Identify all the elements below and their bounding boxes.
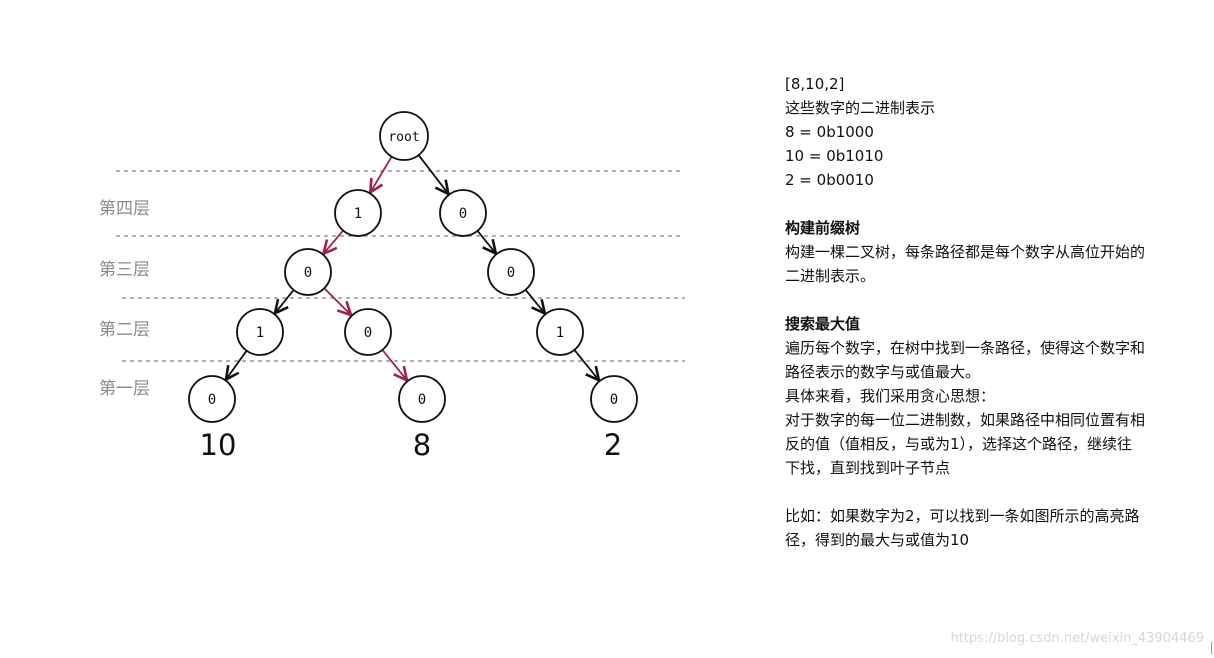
tree-node-circle: [590, 375, 638, 423]
tree-node-label: 0: [304, 265, 312, 281]
tree-node-label: 1: [556, 325, 564, 341]
tree-node-label: 1: [256, 325, 264, 341]
section-search-max-title: 搜索最大值: [785, 315, 861, 333]
tree-node-circle: [334, 189, 382, 237]
tree-edge-n2a-n1a: [226, 350, 248, 380]
section-search-max-text: 遍历每个数字，在树中找到一条路径，使得这个数字和路径表示的数字与或值最大。: [785, 339, 1146, 381]
highlighted-edge-n3a-n2b: [323, 287, 351, 315]
tree-edge-n4b-n3b: [476, 230, 496, 254]
tree-node-n2c: 1: [536, 308, 584, 356]
tree-node-circle: [439, 189, 487, 237]
tree-node-label: 0: [610, 392, 618, 408]
number-array: [8,10,2]: [785, 75, 845, 93]
leaf-value-10: 10: [199, 428, 237, 462]
tree-node-n1b: 0: [398, 375, 446, 423]
tree-node-label: 0: [507, 265, 515, 281]
leaf-value-2: 2: [603, 428, 623, 462]
tree-node-n3a: 0: [284, 248, 332, 296]
greedy-rule: 对于数字的每一位二进制数，如果路径中相同位置有相反的值（值相反，与或为1），选择…: [785, 411, 1146, 477]
binary-10: 10 = 0b1010: [785, 147, 884, 165]
tree-node-label: 0: [418, 392, 426, 408]
tree-edge-n2c-n1c: [573, 349, 599, 380]
tree-node-n4a: 1: [334, 189, 382, 237]
tree-edge-n3a-n2a: [275, 289, 295, 313]
tree-node-n2a: 1: [236, 308, 284, 356]
binary-2: 2 = 0b0010: [785, 171, 874, 189]
node-layer: root 1 0 0 0 1 0 1 0 0 0: [188, 111, 638, 423]
tree-node-circle: [344, 308, 392, 356]
tree-node-n3b: 0: [487, 248, 535, 296]
corner-mark: [1211, 642, 1212, 654]
example-text: 比如：如果数字为2，可以找到一条如图所示的高亮路径，得到的最大与或值为10: [785, 507, 1140, 549]
highlighted-edge-n4a-n3a: [324, 229, 344, 254]
tree-node-label: root: [388, 130, 419, 145]
tree-node-root: root: [379, 111, 429, 161]
tree-node-label: 0: [208, 392, 216, 408]
watermark: https://blog.csdn.net/weixin_43904469: [950, 631, 1204, 646]
section-build-trie-title: 构建前缀树: [785, 219, 861, 237]
tree-edge-n3b-n2c: [524, 289, 545, 314]
tree-node-label: 0: [364, 325, 372, 341]
tree-edge-root-n4b: [417, 154, 449, 194]
tree-node-n1c: 0: [590, 375, 638, 423]
level-label-4: 第四层: [99, 199, 150, 219]
tree-node-circle: [236, 308, 284, 356]
level-label-2: 第二层: [99, 320, 150, 340]
section-build-trie-text: 构建一棵二叉树，每条路径都是每个数字从高位开始的二进制表示。: [785, 243, 1146, 285]
binary-intro: 这些数字的二进制表示: [785, 99, 936, 117]
tree-node-circle: [284, 248, 332, 296]
level-label-1: 第一层: [99, 379, 150, 399]
binary-8: 8 = 0b1000: [785, 123, 874, 141]
greedy-intro: 具体来看，我们采用贪心思想：: [785, 387, 996, 405]
tree-node-circle: [398, 375, 446, 423]
explanation-panel: [8,10,2] 这些数字的二进制表示 8 = 0b1000 10 = 0b10…: [785, 72, 1145, 552]
highlighted-edge-root-n4a: [370, 156, 393, 193]
tree-node-n4b: 0: [439, 189, 487, 237]
level-label-3: 第三层: [99, 260, 150, 280]
tree-node-circle: [379, 111, 429, 161]
highlighted-edge-n2b-n1b: [381, 349, 407, 380]
tree-node-circle: [487, 248, 535, 296]
tree-node-n2b: 0: [344, 308, 392, 356]
tree-node-label: 1: [354, 206, 362, 222]
tree-node-label: 0: [459, 206, 467, 222]
tree-node-circle: [188, 375, 236, 423]
tree-node-n1a: 0: [188, 375, 236, 423]
edge-layer: [226, 154, 599, 380]
leaf-value-8: 8: [412, 428, 432, 462]
tree-node-circle: [536, 308, 584, 356]
